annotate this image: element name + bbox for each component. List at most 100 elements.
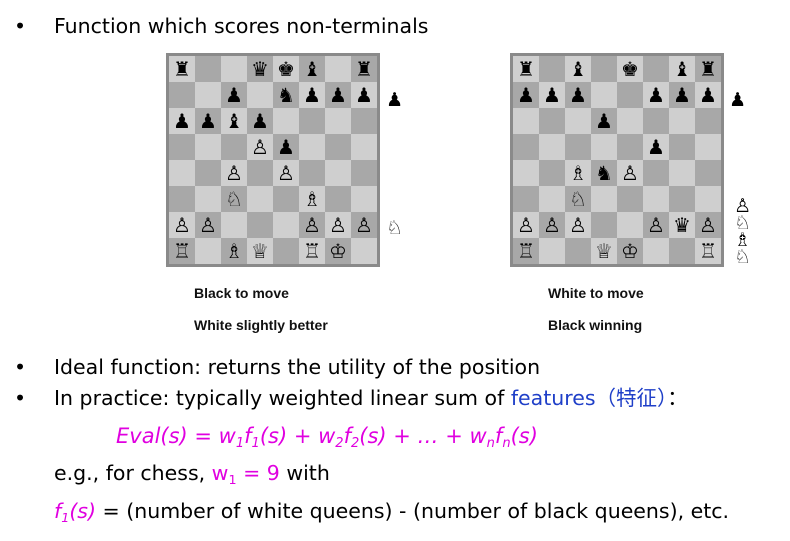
chess-piece-icon: ♟: [543, 83, 561, 107]
chess-square: ♕: [247, 238, 273, 264]
chess-square: [195, 56, 221, 82]
chess-piece-icon: ♙: [517, 213, 535, 237]
chess-square: ♙: [247, 134, 273, 160]
chess-square: ♟: [247, 108, 273, 134]
chess-square: [591, 186, 617, 212]
chess-square: ♟: [539, 82, 565, 108]
bullet-2: •Ideal function: returns the utility of …: [14, 355, 540, 379]
chess-square: [325, 160, 351, 186]
chess-square: [169, 186, 195, 212]
chess-square: [695, 134, 721, 160]
chess-square: [539, 56, 565, 82]
chess-square: ♙: [695, 212, 721, 238]
chess-square: ♙: [643, 212, 669, 238]
chess-piece-icon: ♙: [251, 135, 269, 159]
chess-piece-icon: ♛: [673, 213, 691, 237]
chess-square: ♝: [565, 56, 591, 82]
captured-piece-top-1: ♟: [386, 89, 404, 111]
chess-piece-icon: ♙: [225, 161, 243, 185]
chess-piece-icon: ♟: [595, 109, 613, 133]
chess-square: ♙: [351, 212, 377, 238]
chess-square: [617, 212, 643, 238]
chess-square: [299, 108, 325, 134]
chess-piece-icon: ♟: [173, 109, 191, 133]
chess-square: [247, 82, 273, 108]
chess-square: [591, 56, 617, 82]
chess-square: ♛: [247, 56, 273, 82]
chess-piece-icon: ♙: [303, 213, 321, 237]
captured-piece-bottom-1: ♘: [386, 217, 404, 239]
chess-square: [299, 160, 325, 186]
chess-square: [195, 134, 221, 160]
chess-square: ♙: [565, 212, 591, 238]
chess-square: [643, 160, 669, 186]
chess-piece-icon: ♗: [569, 161, 587, 185]
chess-square: [351, 238, 377, 264]
chess-square: [565, 134, 591, 160]
chess-square: [221, 212, 247, 238]
chess-square: ♙: [169, 212, 195, 238]
chess-square: ♟: [513, 82, 539, 108]
captured-piece-top-2: ♟: [729, 89, 747, 111]
chess-piece-icon: ♙: [543, 213, 561, 237]
chess-square: [325, 186, 351, 212]
chess-piece-icon: ♙: [647, 213, 665, 237]
eval-equation: Eval(s) = w1f1(s) + w2f2(s) + … + wnfn(s…: [116, 424, 538, 451]
eg-prefix: e.g., for chess,: [54, 461, 212, 485]
eq-eval: Eval(s) = w: [116, 424, 236, 448]
chess-piece-icon: ♟: [329, 83, 347, 107]
chess-square: ♜: [695, 56, 721, 82]
chess-square: [617, 82, 643, 108]
chess-square: [643, 108, 669, 134]
chess-piece-icon: ♜: [355, 57, 373, 81]
chess-square: ♟: [669, 82, 695, 108]
chess-square: ♘: [221, 186, 247, 212]
chess-board-1: ♜♛♚♝♜♟♞♟♟♟♟♟♝♟♙♟♙♙♘♗♙♙♙♙♙♖♗♕♖♔: [166, 53, 380, 267]
chess-piece-icon: ♙: [569, 213, 587, 237]
chess-piece-icon: ♜: [173, 57, 191, 81]
chess-piece-icon: ♟: [647, 83, 665, 107]
chess-piece-icon: ♜: [699, 57, 717, 81]
chess-square: [325, 108, 351, 134]
chess-square: [669, 238, 695, 264]
eg-w-sub: 1: [228, 472, 237, 487]
chess-square: ♘: [565, 186, 591, 212]
chess-piece-icon: ♝: [225, 109, 243, 133]
chess-piece-icon: ♙: [621, 161, 639, 185]
bullet-dot: •: [14, 386, 27, 410]
def-rest: = (number of white queens) - (number of …: [96, 499, 730, 523]
chess-square: [351, 186, 377, 212]
chess-square: [669, 134, 695, 160]
def-arg: (s): [69, 499, 96, 523]
chess-square: [351, 108, 377, 134]
chess-piece-icon: ♘: [225, 187, 243, 211]
chess-piece-icon: ♟: [199, 109, 217, 133]
chess-square: [513, 186, 539, 212]
bullet-3-prefix: In practice: typically weighted linear s…: [54, 386, 511, 410]
chess-square: ♟: [169, 108, 195, 134]
chess-square: ♙: [617, 160, 643, 186]
chess-square: ♙: [325, 212, 351, 238]
chess-square: [221, 56, 247, 82]
bullet-dot: •: [14, 355, 27, 379]
chess-square: [513, 134, 539, 160]
chess-piece-icon: ♟: [647, 135, 665, 159]
chess-piece-icon: ♟: [355, 83, 373, 107]
chess-piece-icon: ♕: [251, 239, 269, 263]
chess-square: ♙: [513, 212, 539, 238]
chess-square: ♟: [695, 82, 721, 108]
chess-piece-icon: ♟: [673, 83, 691, 107]
chess-piece-icon: ♟: [569, 83, 587, 107]
chess-square: [565, 238, 591, 264]
chess-square: ♖: [695, 238, 721, 264]
chess-piece-icon: ♚: [621, 57, 639, 81]
chess-square: ♗: [299, 186, 325, 212]
chess-square: [539, 108, 565, 134]
chess-piece-icon: ♖: [699, 239, 717, 263]
chess-piece-icon: ♞: [277, 83, 295, 107]
chess-square: ♜: [351, 56, 377, 82]
chess-square: ♞: [591, 160, 617, 186]
chess-piece-icon: ♟: [699, 83, 717, 107]
eg-suffix: with: [279, 461, 330, 485]
chess-square: [247, 212, 273, 238]
